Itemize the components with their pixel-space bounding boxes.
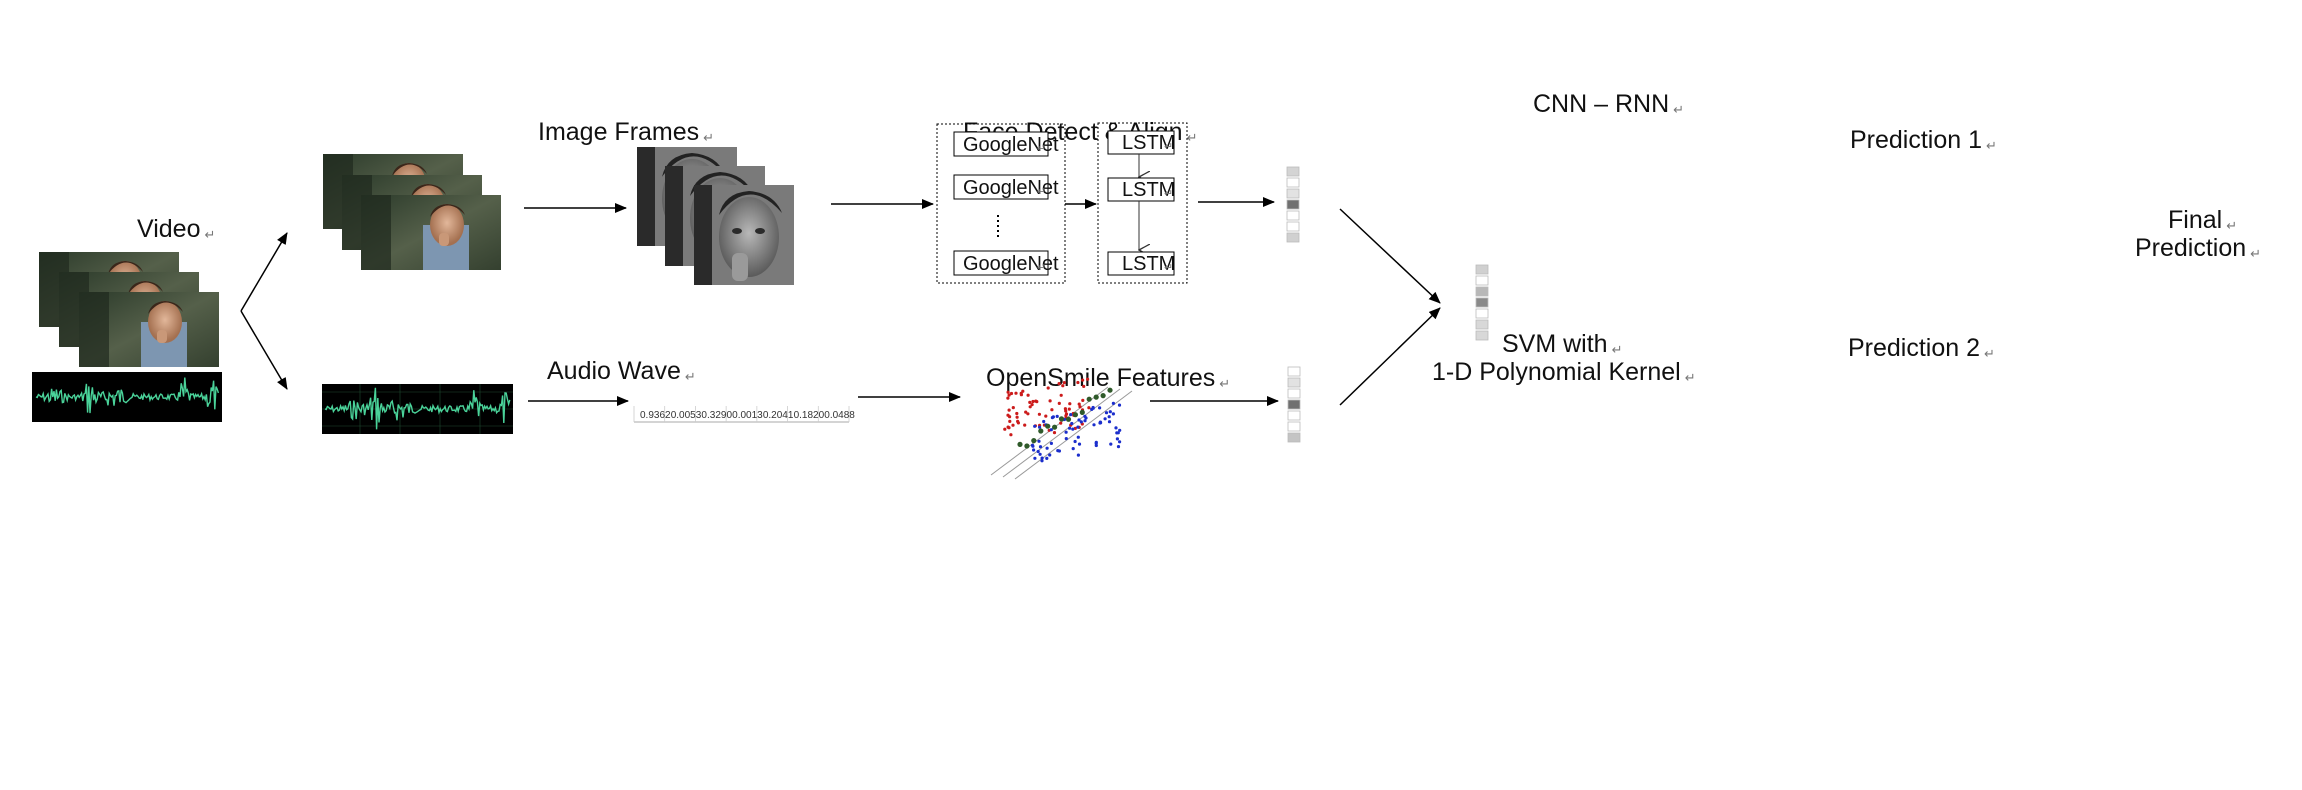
- cnn-box: GoogleNet ↵: [953, 250, 1059, 276]
- audio-wave: [322, 384, 513, 434]
- prediction-bar: [1287, 377, 1301, 388]
- prediction2-label: Prediction 2↵: [1848, 334, 1995, 362]
- lstm-box: LSTM ↵: [1107, 177, 1175, 202]
- prediction-bar: [1287, 432, 1301, 443]
- feature-value: 0.1820: [794, 410, 825, 421]
- prediction1-label: Prediction 1↵: [1850, 126, 1997, 154]
- prediction-bar: [1287, 410, 1301, 421]
- svg-text:↵: ↵: [1037, 143, 1046, 155]
- svm-label-line1: SVM with↵: [1502, 330, 1623, 358]
- prediction-bar: [1287, 399, 1301, 410]
- prediction-bar: [1286, 232, 1300, 243]
- cnn-box: GoogleNet ↵: [953, 131, 1059, 157]
- final-label-line2: Prediction↵: [2135, 234, 2262, 262]
- svg-text:↵: ↵: [1164, 141, 1173, 153]
- prediction-bar: [1475, 319, 1489, 330]
- prediction-bar: [1475, 264, 1489, 275]
- cnn-box: GoogleNet ↵: [953, 174, 1059, 200]
- video-label: Video↵: [137, 215, 216, 243]
- feature-value: 0.2041: [763, 410, 794, 421]
- prediction-bar: [1287, 366, 1301, 377]
- prediction-bar: [1286, 221, 1300, 232]
- prediction-bar: [1287, 388, 1301, 399]
- svm-label-line2: 1-D Polynomial Kernel↵: [1432, 358, 1696, 386]
- svg-text:LSTM: LSTM: [1122, 132, 1175, 154]
- video-frames: [39, 252, 219, 367]
- aligned-faces: [637, 147, 794, 285]
- prediction-bar: [1475, 275, 1489, 286]
- cnn-container: [936, 123, 1066, 284]
- prediction-bar: [1286, 188, 1300, 199]
- split-arrow-down: [240, 310, 288, 390]
- feature-value: 0.9362: [640, 410, 671, 421]
- svg-text:GoogleNet: GoogleNet: [963, 134, 1059, 156]
- svg-text:↵: ↵: [1164, 262, 1173, 274]
- svg-text:LSTM: LSTM: [1122, 179, 1175, 201]
- audio-wave-label: Audio Wave↵: [547, 357, 696, 385]
- final-label-line1: Final↵: [2168, 206, 2238, 234]
- arrow-pred2-to-final: [1339, 307, 1441, 406]
- svg-text:↵: ↵: [1164, 188, 1173, 200]
- arrow-pred1-to-final: [1339, 208, 1441, 304]
- final-prediction-bars: [1475, 264, 1489, 341]
- prediction2-bars: [1287, 366, 1301, 443]
- prediction-bar: [1286, 210, 1300, 221]
- prediction-bar: [1286, 177, 1300, 188]
- prediction-bar: [1475, 286, 1489, 297]
- prediction-bar: [1287, 421, 1301, 432]
- svg-text:↵: ↵: [1037, 262, 1046, 274]
- lstm-container: [1097, 122, 1188, 284]
- image-frames: [323, 154, 501, 270]
- feature-value: 0.0013: [732, 410, 763, 421]
- prediction-bar: [1475, 297, 1489, 308]
- svg-text:↵: ↵: [1037, 186, 1046, 198]
- split-arrow-up: [240, 232, 288, 312]
- prediction1-bars: [1286, 166, 1300, 243]
- svg-text:LSTM: LSTM: [1122, 253, 1175, 275]
- prediction-bar: [1286, 199, 1300, 210]
- prediction-bar: [1286, 166, 1300, 177]
- cnn-rnn-label: CNN – RNN↵: [1533, 90, 1685, 118]
- svg-text:GoogleNet: GoogleNet: [963, 177, 1059, 199]
- image-frames-label: Image Frames↵: [538, 118, 715, 146]
- prediction-bar: [1475, 308, 1489, 319]
- feature-value: 0.3290: [701, 410, 732, 421]
- lstm-box: LSTM ↵: [1107, 251, 1175, 276]
- feature-value: 0.0053: [671, 410, 702, 421]
- svm-plot: [990, 377, 1133, 480]
- prediction-bar: [1475, 330, 1489, 341]
- opensmile-label: OpenSmile Features↵: [986, 364, 1231, 392]
- feature-value: 0.0488: [824, 410, 855, 421]
- svg-text:GoogleNet: GoogleNet: [963, 253, 1059, 275]
- lstm-box: LSTM ↵: [1107, 130, 1175, 155]
- video-audio-strip: [32, 372, 222, 422]
